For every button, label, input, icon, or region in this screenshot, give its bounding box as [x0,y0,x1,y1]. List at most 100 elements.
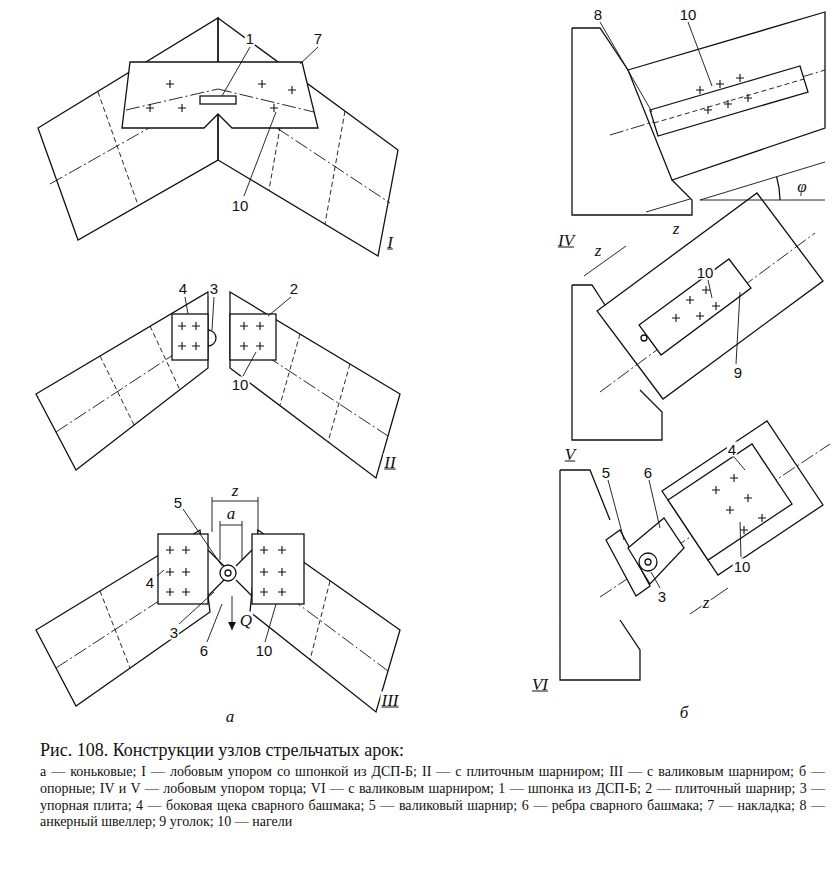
dimension-label: z [672,220,681,237]
callout-number: 10 [231,377,250,392]
ridge-joint-III-part [207,604,222,642]
ridge-joint-III-part [225,570,231,576]
figure-title: Рис. 108. Конструкции узлов стрельчатых … [40,740,825,762]
support-joint-V-part [712,302,720,310]
support-joint-IV-part [688,22,712,86]
callout-number: 10 [696,265,715,280]
dimension-label: б [679,704,690,721]
support-joint-VI-part [740,522,741,557]
support-joint-VI-part [712,486,720,494]
view-number: VI [531,676,549,693]
ridge-joint-II-part [240,322,248,330]
ridge-joint-II-part [100,356,134,425]
ridge-joint-III-part [265,604,276,642]
ridge-joint-III-part [179,592,214,624]
ridge-joint-III-part [278,568,286,576]
support-joint-VI-part [744,494,752,502]
callout-number: 10 [231,198,250,213]
ridge-joint-III-part [182,588,190,596]
dimension-label: z [702,594,711,611]
dimension-label: z [594,242,603,259]
view-number: II [383,454,396,471]
support-joint-IV-part [650,66,808,136]
ridge-joint-II-part [328,364,350,442]
callout-number: 2 [289,281,299,296]
ridge-joint-II-part [230,314,276,360]
support-joint-VI-part [600,444,830,597]
callout-number: 10 [733,559,752,574]
support-joint-IV-part [628,12,825,180]
support-joint-V-part [736,292,740,364]
ridge-joint-I-part [300,47,318,64]
callout-number: 4 [178,281,188,296]
support-joint-V-part [708,280,712,298]
ridge-joint-III-part [36,530,210,706]
callout-number: 3 [657,589,667,604]
callout-number: 8 [593,7,603,22]
support-joint-IV-part [777,177,780,200]
support-joint-VI-part [649,480,660,528]
callout-number: 3 [209,281,219,296]
support-joint-IV-part [704,106,712,114]
support-joint-VI-part [651,572,660,588]
ridge-joint-II-part [192,322,200,330]
ridge-joint-III-part [182,568,190,576]
view-number: III [381,692,400,709]
support-joint-V-part [597,193,823,399]
support-joint-IV-part [654,79,804,123]
ridge-joint-III-part [166,588,174,596]
figure-caption: а — коньковые; I — лобовым упором со шпо… [40,764,825,831]
support-joint-IV-part [696,86,704,94]
ridge-joint-I-part [38,18,218,240]
ridge-joint-III-part [278,588,286,596]
ridge-joint-III-part [182,546,190,554]
ridge-joint-II-part [178,342,186,350]
ridge-joint-III-part [158,534,208,604]
ridge-joint-III-part [260,546,268,554]
ridge-joint-III-part [260,568,268,576]
ridge-joint-I [38,18,398,256]
support-joint-VI-part [758,514,766,522]
ridge-joint-I-part [178,104,186,112]
ridge-joint-II-part [256,322,264,330]
ridge-joint-I-part [288,86,296,94]
ridge-joint-I-part [244,112,276,196]
ridge-joint-III-part [258,497,259,532]
ridge-joint-II-part [212,297,214,330]
support-joint-V-part [572,285,662,440]
ridge-joint-III-part [278,546,286,554]
support-joint-VI-part [645,559,651,565]
ridge-joint-I-part [122,62,318,128]
callout-number: 9 [733,365,743,380]
support-joint-VI-part [734,457,745,470]
support-joint-IV-part [646,199,690,212]
ridge-joint-II-part [240,342,248,350]
ridge-joint-III-part [242,521,243,560]
ridge-joint-II-part [178,322,186,330]
callout-number: 7 [313,31,323,46]
callout-number: 4 [145,575,155,590]
ridge-joint-III-part [212,497,213,532]
support-joint-V-part [702,286,710,294]
callout-number: 3 [169,625,179,640]
support-joint-VI [560,421,830,680]
support-joint-IV-part [724,100,732,108]
support-joint-V-part [672,314,680,322]
ridge-joint-II-part [230,292,400,478]
view-number: I [386,234,394,251]
support-joint-V-part [686,296,694,304]
support-joint-VI-part [730,474,738,482]
callout-number: 1 [245,31,255,46]
ridge-joint-III-part [166,568,174,576]
callout-number: 6 [643,465,653,480]
dimension-label: z [231,482,240,499]
support-joint-V-part [639,259,751,355]
support-joint-IV-part [600,22,652,112]
support-joint-IV-part [736,74,744,82]
support-joint-IV [572,12,825,215]
view-number: IV [557,232,575,249]
ridge-joint-III-part [157,570,164,576]
callout-number: 10 [255,643,274,658]
dimension-label: а [225,708,236,725]
ridge-joint-III-part [252,534,304,604]
